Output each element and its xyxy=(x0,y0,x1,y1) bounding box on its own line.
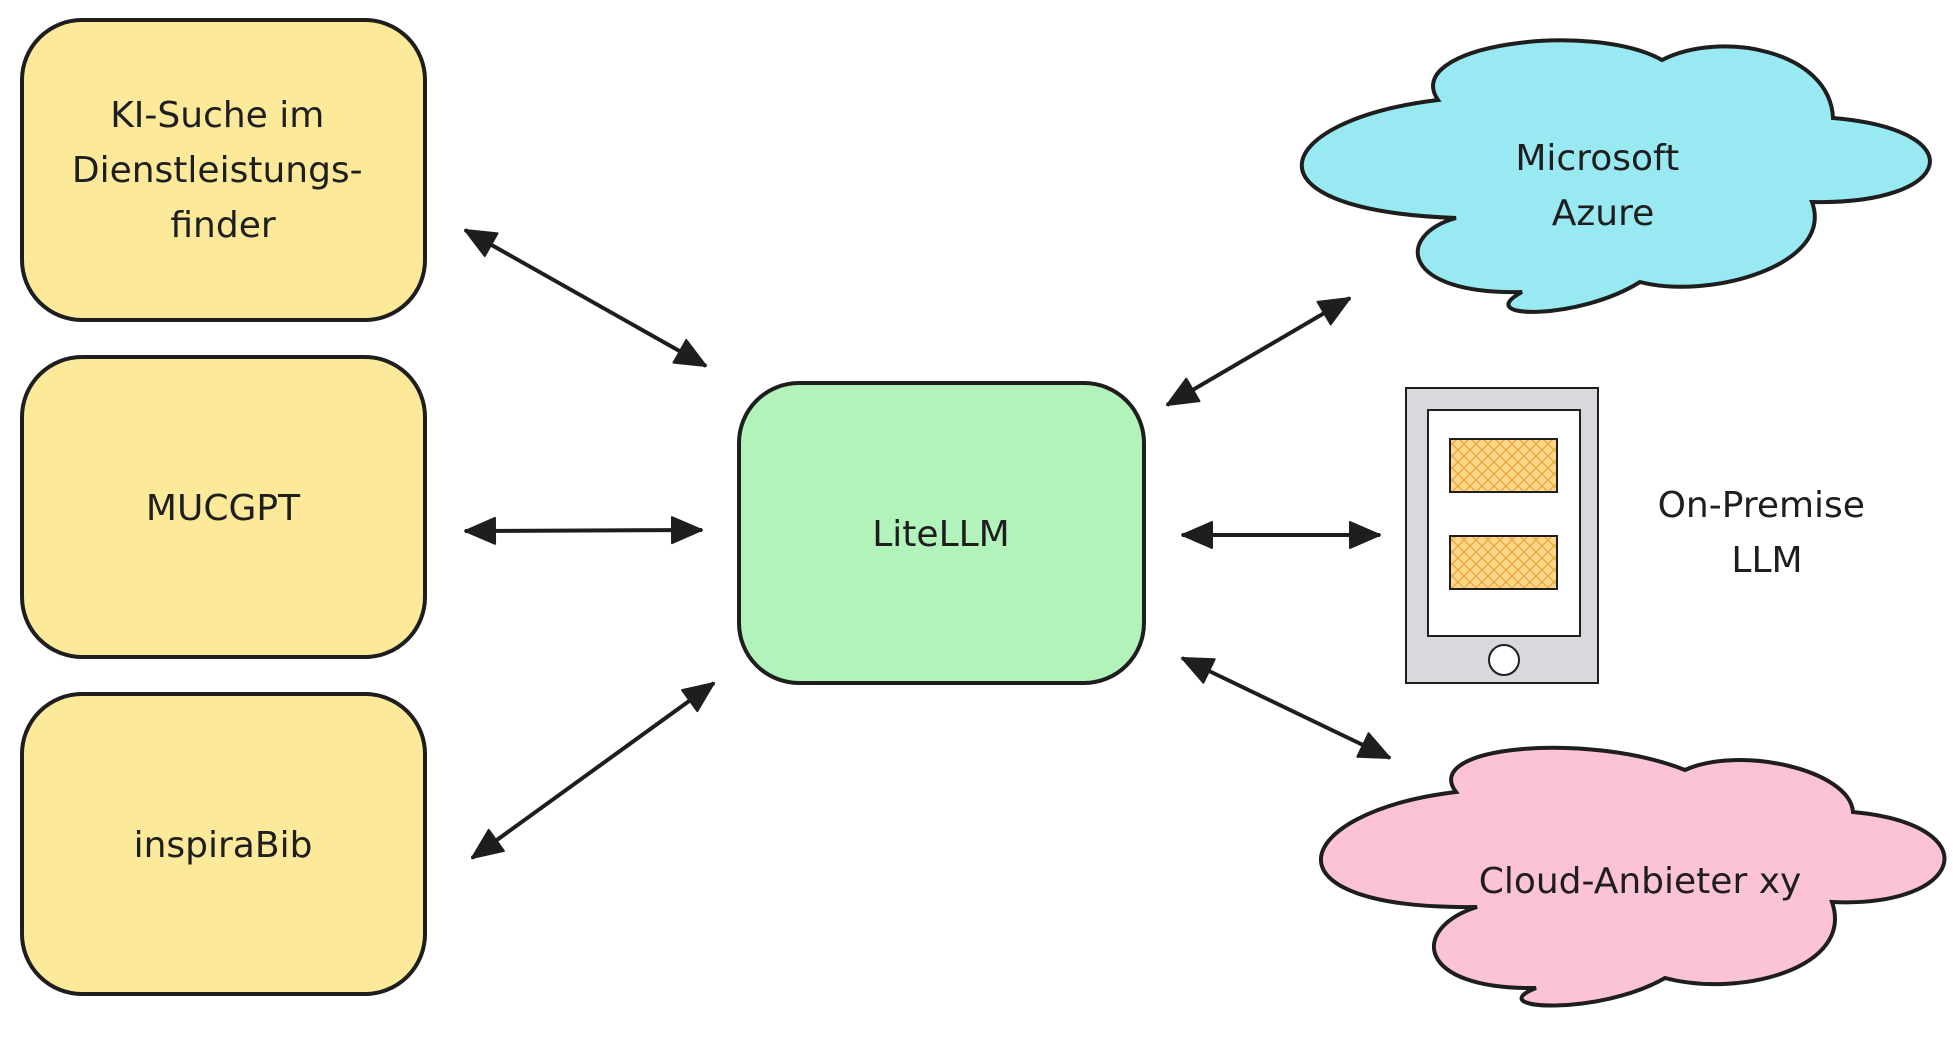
client-inspirabib-label: inspiraBib xyxy=(134,825,313,866)
arrowhead xyxy=(464,229,499,258)
proxy-line-1: LiteLLM xyxy=(872,514,1010,555)
arrowhead xyxy=(672,338,707,367)
arrowhead xyxy=(471,828,505,859)
client-inspirabib: inspiraBib xyxy=(20,692,427,996)
arrowhead xyxy=(1356,732,1391,759)
client-mucgpt-line-1: MUCGPT xyxy=(146,488,301,529)
arrow-line xyxy=(1181,656,1391,760)
connection-arrow-4 xyxy=(1165,296,1352,407)
azure-label: Microsoft Azure xyxy=(1515,138,1690,234)
arrowhead xyxy=(681,682,715,713)
cloud-xy-line-1: Cloud-Anbieter xy xyxy=(1479,861,1802,902)
arrowhead xyxy=(1166,377,1201,406)
arrow-line xyxy=(1165,296,1352,407)
arrowhead xyxy=(1181,657,1216,684)
client-box xyxy=(20,355,427,659)
connection-arrow-2 xyxy=(464,516,703,545)
client-box xyxy=(20,18,427,322)
client-box xyxy=(20,692,427,996)
cloud-xy-label: Cloud-Anbieter xy xyxy=(1479,861,1802,902)
proxy-box xyxy=(737,381,1146,685)
server-slot-bottom xyxy=(1449,535,1558,590)
connection-arrows xyxy=(464,228,1391,860)
cloud-xy-shape xyxy=(1319,745,1947,1008)
client-ki-suche: KI-Suche im Dienstleistungs- finder xyxy=(20,18,427,322)
client-ki-suche-line-1: KI-Suche im xyxy=(110,95,324,136)
connection-arrow-1 xyxy=(464,228,707,368)
on-premise-line-1: On-Premise xyxy=(1658,485,1865,526)
arrowhead xyxy=(670,516,703,545)
client-inspirabib-line-1: inspiraBib xyxy=(134,825,313,866)
azure-cloud-shape xyxy=(1299,38,1932,314)
arrow-line xyxy=(470,681,716,860)
client-mucgpt: MUCGPT xyxy=(20,355,427,659)
provider-cloud-xy: Cloud-Anbieter xy xyxy=(1319,745,1947,1008)
proxy-litellm: LiteLLM xyxy=(737,381,1146,685)
on-premise-label: On-Premise LLM xyxy=(1658,485,1877,581)
client-ki-suche-label: KI-Suche im Dienstleistungs- finder xyxy=(72,95,374,246)
server-slot-top xyxy=(1449,438,1558,493)
azure-line-1: Microsoft xyxy=(1515,138,1679,179)
proxy-label: LiteLLM xyxy=(872,514,1010,555)
connection-arrow-6 xyxy=(1181,656,1391,760)
client-ki-suche-line-2: Dienstleistungs- xyxy=(72,150,363,191)
connection-arrow-3 xyxy=(470,681,716,860)
arrowhead xyxy=(1181,521,1213,549)
client-mucgpt-label: MUCGPT xyxy=(146,488,301,529)
arrowhead xyxy=(464,516,497,545)
azure-line-2: Azure xyxy=(1552,193,1655,234)
arrowhead xyxy=(1316,297,1351,326)
provider-azure-cloud: Microsoft Azure xyxy=(1299,38,1932,314)
client-ki-suche-line-3: finder xyxy=(170,205,275,246)
on-premise-line-2: LLM xyxy=(1731,540,1802,581)
arrowhead xyxy=(1349,521,1381,549)
server-button xyxy=(1488,644,1520,676)
arrow-line xyxy=(464,228,707,368)
connection-arrow-5 xyxy=(1181,521,1381,549)
server-device-icon xyxy=(1405,387,1599,684)
arrow-line xyxy=(464,528,703,533)
